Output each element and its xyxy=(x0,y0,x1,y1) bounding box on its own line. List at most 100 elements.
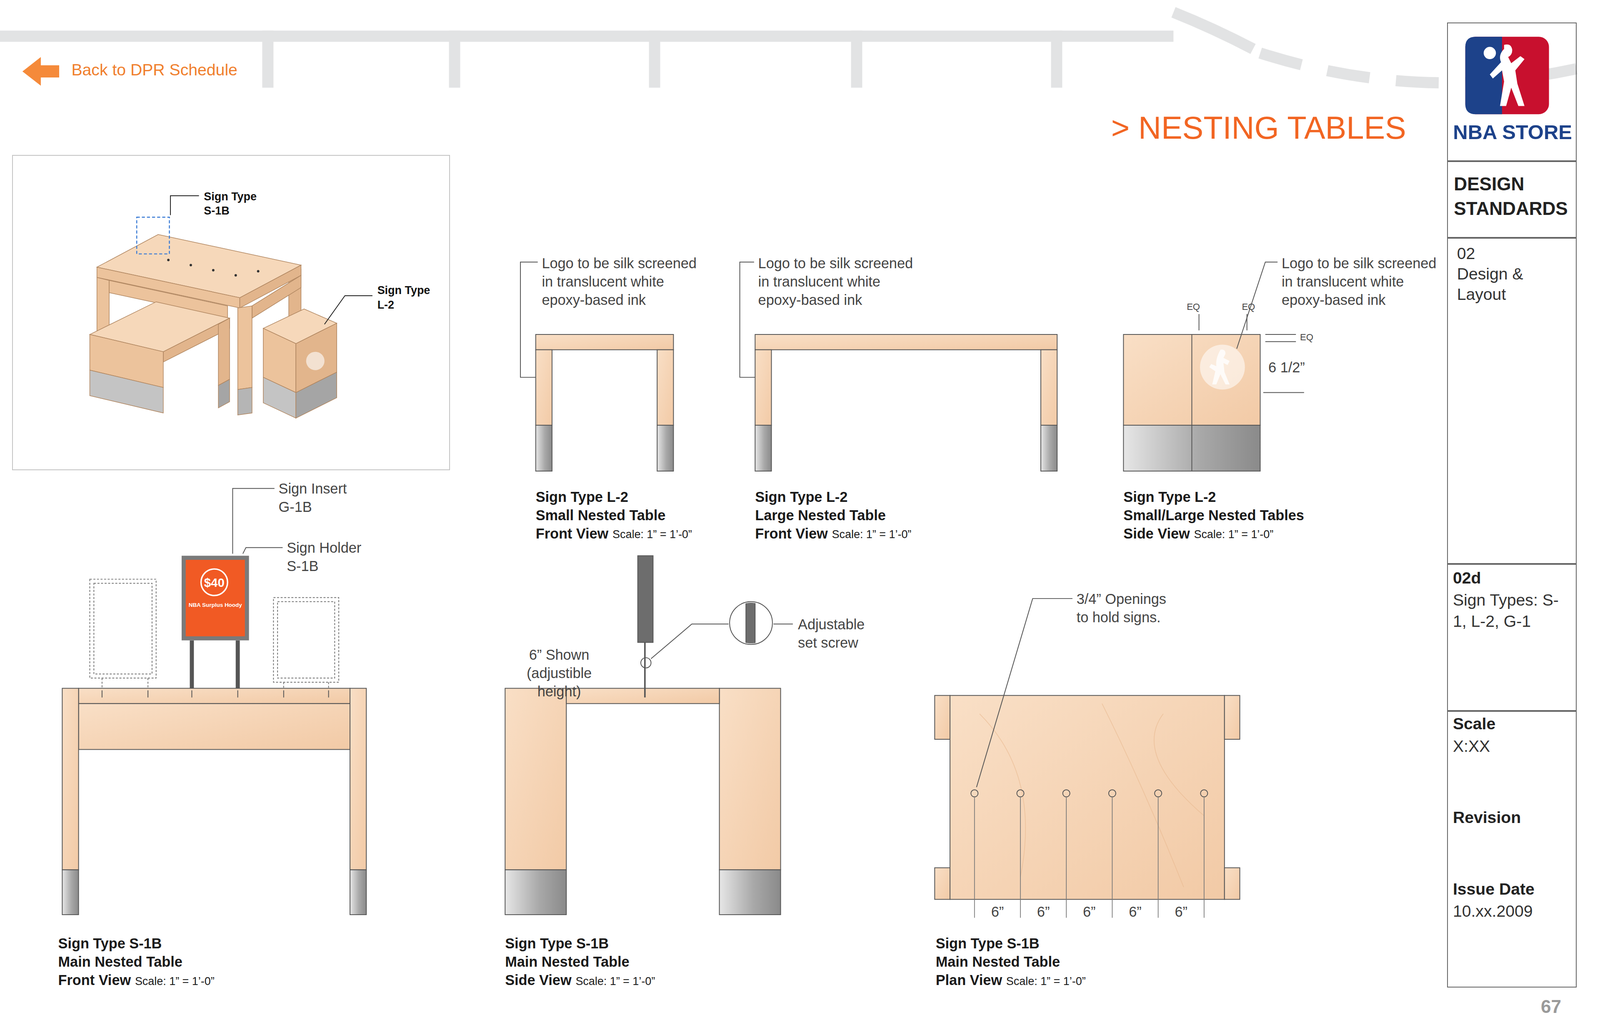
main-table-plan xyxy=(934,695,1240,919)
dimension: EQ xyxy=(1186,302,1200,313)
sign-post xyxy=(190,640,195,689)
sign-opening xyxy=(1154,790,1162,798)
caption: Sign Type S-1B xyxy=(58,934,163,953)
small-table-front xyxy=(535,334,674,472)
caption: Front View xyxy=(755,524,828,543)
table-top xyxy=(566,688,720,705)
scale-note: Scale: 1” = 1’-0” xyxy=(135,972,215,991)
caption: Sign Type L-2 xyxy=(1123,487,1216,507)
caption: Sign Type S-1B xyxy=(935,934,1040,953)
seam-line xyxy=(1191,334,1193,472)
sign-opening xyxy=(1108,790,1116,798)
field-value: 10.xx.2009 xyxy=(1452,901,1533,923)
table-top xyxy=(535,334,674,350)
scale-note: Scale: 1” = 1’-0” xyxy=(575,972,655,991)
track-tick xyxy=(262,30,274,88)
dimension: 6” xyxy=(989,902,1006,922)
title-block-cell: ScaleX:XXRevisionIssue Date10.xx.2009 xyxy=(1447,711,1577,988)
logo-mark-figure xyxy=(1209,349,1230,385)
ghost-sign xyxy=(90,579,157,679)
hole-mark xyxy=(191,690,193,698)
leader-line xyxy=(170,195,200,216)
leader-line xyxy=(324,295,373,325)
ghost-sign xyxy=(93,583,153,675)
note: 3/4” Openings to hold signs. xyxy=(1076,590,1174,627)
sign-rod xyxy=(644,642,646,698)
dimension-line xyxy=(1020,797,1021,919)
dimension-line xyxy=(1112,797,1113,919)
wood-grain xyxy=(979,703,1205,888)
leg xyxy=(350,688,367,871)
track-curve xyxy=(1173,12,1253,49)
nba-logo xyxy=(1465,36,1550,115)
field-name: Issue Date xyxy=(1452,879,1535,900)
track-tick xyxy=(449,30,461,88)
sign-hole xyxy=(212,269,215,272)
caption: Sign Type L-2 xyxy=(535,487,629,507)
caption: Main Nested Table xyxy=(505,952,630,972)
eq-tick xyxy=(1265,334,1296,335)
caption: Side View xyxy=(505,971,572,990)
illustration-frame: Sign Type S-1B Sign Type L-2 xyxy=(12,155,450,471)
sign-insert-box: $40NBA Surplus Hoody xyxy=(181,556,250,641)
table-top xyxy=(755,334,1058,350)
note: 6” Shown (adjustible height) xyxy=(502,645,615,701)
dimension-line xyxy=(1203,797,1205,919)
price-text: $40 xyxy=(200,574,229,591)
logo-ball xyxy=(1483,47,1496,60)
field-value: X:XX xyxy=(1452,736,1490,758)
caption: Small Nested Table xyxy=(535,506,666,525)
eq-tick xyxy=(1198,314,1200,331)
scale-note: Scale: 1” = 1’-0” xyxy=(612,525,693,544)
sign-opening xyxy=(970,790,978,798)
main-table-side xyxy=(505,555,793,915)
field-name: Scale xyxy=(1452,714,1496,735)
dimension-line xyxy=(1065,797,1067,919)
sign-hole xyxy=(189,264,193,267)
section-name: Sign Types: S-1, L-2, G-1 xyxy=(1452,589,1565,633)
leg-steel xyxy=(350,870,367,915)
leader-line xyxy=(976,598,1073,788)
caption: Small/Large Nested Tables xyxy=(1123,506,1305,525)
sign-hole xyxy=(234,274,238,277)
dimension: 6 1/2” xyxy=(1268,358,1305,377)
plan-top xyxy=(950,695,1225,900)
section-number: 02d xyxy=(1452,568,1482,589)
bench-steel xyxy=(90,370,164,414)
callout-label: Sign Type L-2 xyxy=(377,283,439,313)
leader-line xyxy=(520,262,538,378)
sign-opening xyxy=(1062,790,1070,798)
page-number: 67 xyxy=(1540,995,1562,1019)
dimension: 6” xyxy=(1127,902,1144,922)
callout-label: Sign Type S-1B xyxy=(203,189,265,219)
stool-steel xyxy=(295,372,337,419)
leg xyxy=(755,350,772,426)
track-tick xyxy=(1050,30,1063,88)
callout-label: Sign Insert G-1B xyxy=(278,479,361,517)
brand-name: NBA STORE xyxy=(1447,119,1578,146)
dimension: 6” xyxy=(1172,902,1190,922)
dimension-line xyxy=(1157,797,1159,919)
scale-note: Scale: 1” = 1’-0” xyxy=(1193,525,1274,544)
sign-frame xyxy=(181,555,250,641)
plan-end xyxy=(934,867,950,900)
leg xyxy=(535,350,553,426)
side-steel xyxy=(719,870,781,915)
plan-end xyxy=(1224,867,1240,900)
leg-steel xyxy=(755,425,772,472)
title-block-cell: DESIGN STANDARDS xyxy=(1447,161,1577,238)
sign-holder xyxy=(181,555,250,689)
scale-note: Scale: 1” = 1’-0” xyxy=(832,525,912,544)
block-heading: DESIGN STANDARDS xyxy=(1453,172,1577,222)
note: Logo to be silk screened in translucent … xyxy=(758,254,920,310)
caption: Front View xyxy=(58,971,132,990)
set-screw xyxy=(640,657,651,668)
caption: Side View xyxy=(1123,524,1190,543)
section-number: 02 xyxy=(1457,243,1476,265)
leader-line xyxy=(1236,262,1278,349)
logo-mark xyxy=(1200,345,1245,390)
sign-opening xyxy=(1200,790,1208,798)
leg xyxy=(657,350,674,426)
dimension-line xyxy=(974,797,975,919)
dimension-lines xyxy=(974,797,1205,919)
